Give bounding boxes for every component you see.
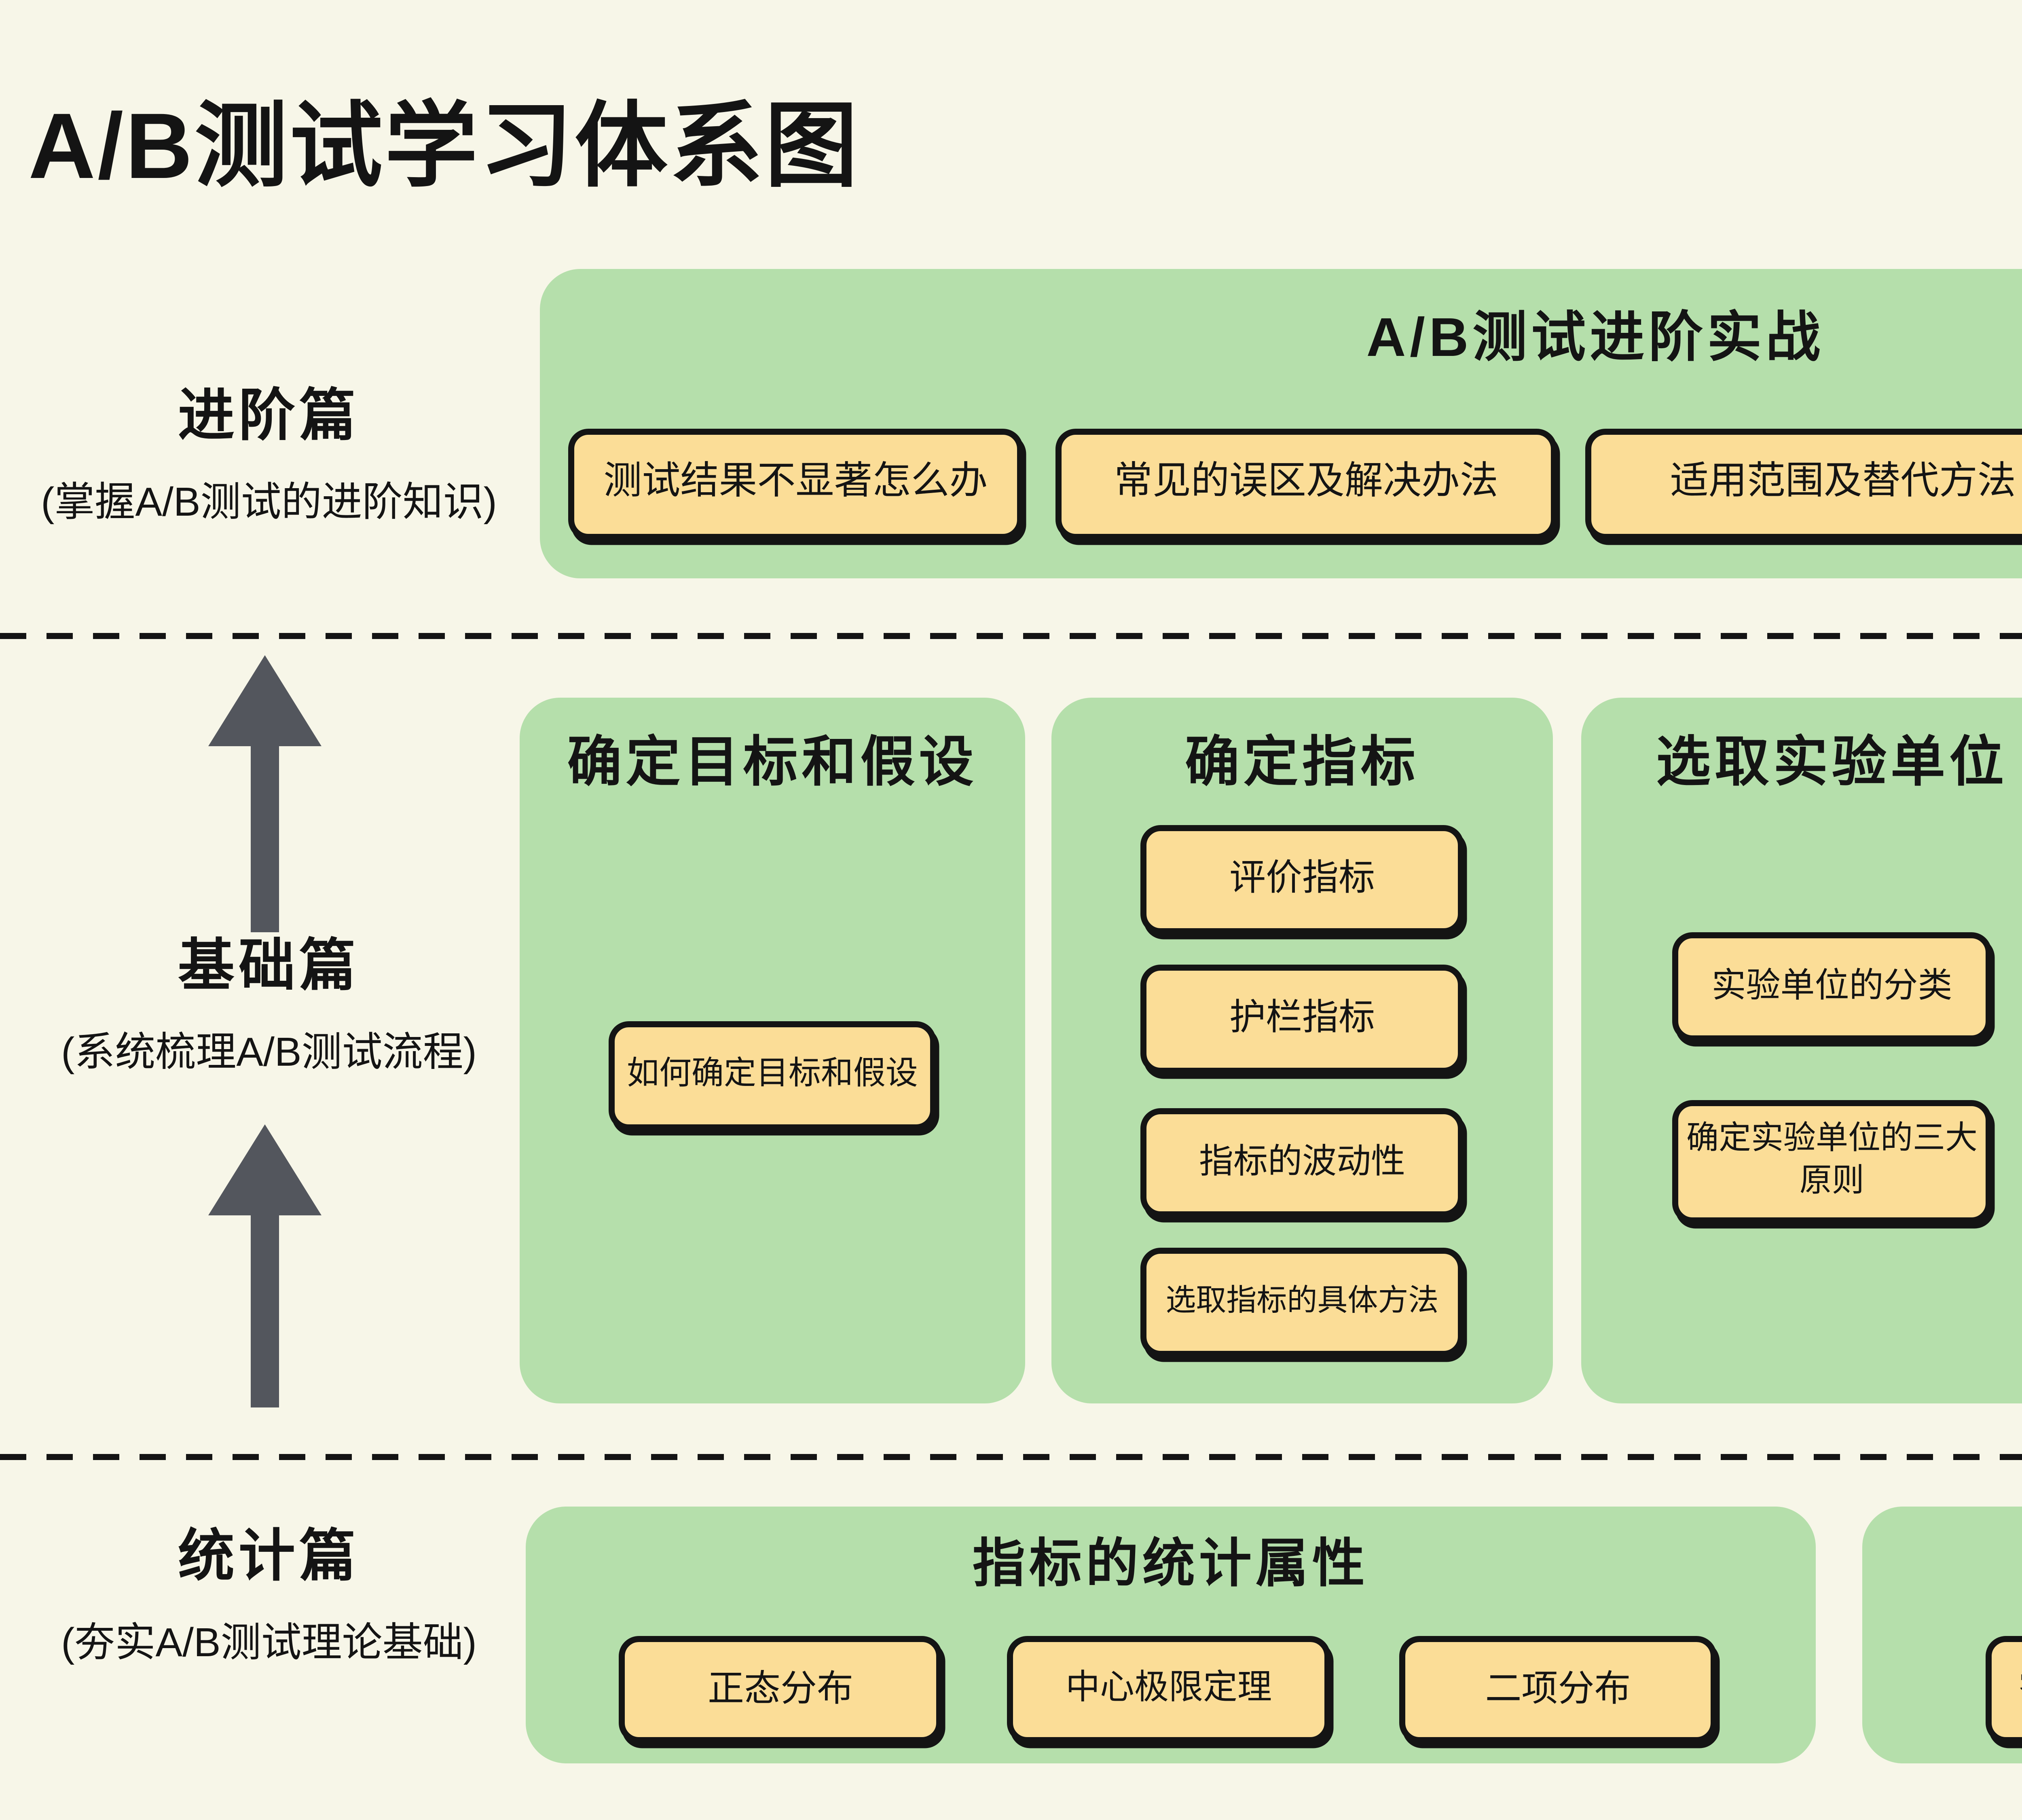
up-arrow-stem	[251, 1215, 279, 1407]
topic-card: 正态分布	[619, 1636, 942, 1743]
topic-card: 护栏指标	[1140, 965, 1464, 1074]
group-title: A/B测试进阶实战	[1366, 307, 1825, 368]
section-name: 统计篇	[178, 1525, 360, 1587]
topic-card: 常见的误区及解决办法	[1055, 429, 1557, 540]
topic-card: 中心极限定理	[1007, 1636, 1330, 1743]
section-subtitle: (掌握A/B测试的进阶知识)	[41, 481, 497, 526]
up-arrow-icon	[208, 1124, 321, 1407]
group-metric-statistical-properties: 指标的统计属性 正态分布 中心极限定理 二项分布	[526, 1507, 1816, 1763]
group-title: 选取实验单位	[1656, 732, 2008, 793]
topic-card: 选取指标的具体方法	[1140, 1248, 1464, 1357]
topic-card: 如何确定目标和假设	[609, 1021, 936, 1130]
group-title: 确定指标	[1185, 732, 1419, 793]
group-select-experiment-unit: 选取实验单位 实验单位的分类 确定实验单位的三大原则	[1581, 698, 2022, 1403]
section-divider-dashed	[0, 633, 2022, 639]
section-label-stats: 统计篇 (夯实A/B测试理论基础)	[0, 1513, 538, 1668]
up-arrow-icon	[208, 655, 321, 932]
group-title: 假设检验	[1862, 1523, 2022, 1598]
group-title: 指标的统计属性	[972, 1533, 1369, 1594]
up-arrow-head	[208, 1124, 321, 1215]
up-arrow-head	[208, 655, 321, 746]
section-label-basics: 基础篇 (系统梳理A/B测试流程)	[0, 922, 538, 1078]
group-define-metrics: 确定指标 评价指标 护栏指标 指标的波动性 选取指标的具体方法	[1051, 698, 1553, 1403]
topic-card: 指标的波动性	[1140, 1108, 1464, 1217]
group-title: 确定目标和假设	[567, 732, 978, 793]
up-arrow-stem	[251, 746, 279, 932]
section-name: 基础篇	[178, 934, 360, 997]
section-name: 进阶篇	[178, 384, 360, 447]
section-subtitle: (系统梳理A/B测试流程)	[61, 1031, 477, 1076]
section-label-advanced: 进阶篇 (掌握A/B测试的进阶知识)	[0, 372, 538, 528]
topic-card: 适用范围及替代方法	[1585, 429, 2022, 540]
section-divider-dashed	[0, 1454, 2022, 1460]
topic-card: 测试结果不显著怎么办	[568, 429, 1023, 540]
section-subtitle: (夯实A/B测试理论基础)	[61, 1622, 477, 1666]
group-ab-advanced-practice: A/B测试进阶实战 测试结果不显著怎么办 常见的误区及解决办法 适用范围及替代方…	[540, 269, 2022, 578]
group-define-goal-hypothesis: 确定目标和假设 如何确定目标和假设	[520, 698, 1025, 1403]
topic-card: 实验单位的分类	[1672, 932, 1992, 1041]
topic-card: 确定实验单位的三大原则	[1672, 1100, 1992, 1223]
topic-card: 零假设和备择假设	[1986, 1636, 2022, 1743]
topic-card: 评价指标	[1140, 825, 1464, 934]
group-hypothesis-testing: 假设检验 零假设和备择假设 如何选取不同的检验 如何利用假设检验做出判断	[1862, 1507, 2022, 1763]
topic-card: 二项分布	[1399, 1636, 1717, 1743]
page-title: A/B测试学习体系图	[28, 93, 860, 198]
